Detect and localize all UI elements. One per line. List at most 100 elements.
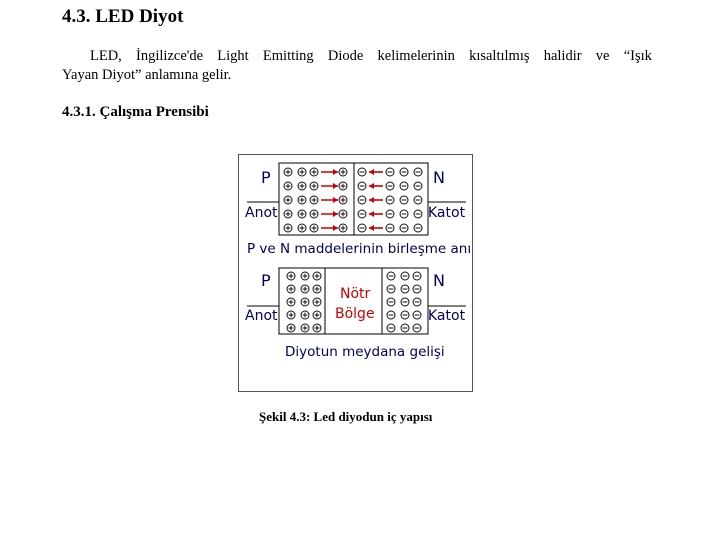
n-electron-symbol: [399, 195, 409, 205]
bottom-anot-label: Anot: [245, 308, 278, 324]
p-hole-symbol: [297, 195, 307, 205]
drift-arrow: [369, 225, 383, 231]
n-electron-symbol: [413, 223, 423, 233]
drift-arrow: [369, 169, 383, 175]
p-hole-symbol: [300, 297, 310, 307]
p-hole-symbol: [286, 271, 296, 281]
p-hole-symbol: [300, 284, 310, 294]
n-electron-symbol: [412, 271, 422, 281]
n-electron-symbol: [386, 297, 396, 307]
n-electron-symbol: [412, 323, 422, 333]
diode-diagram: [247, 162, 466, 335]
p-hole-symbol: [338, 209, 348, 219]
paragraph-word: Diode: [327, 48, 364, 64]
n-electron-symbol: [412, 310, 422, 320]
paragraph-line-1: LED, İngilizce'de Light Emitting Diode kelime…: [62, 47, 652, 66]
subsection-heading: 4.3.1. Çalışma Prensibi: [62, 104, 209, 120]
n-electron-symbol: [400, 310, 410, 320]
p-hole-symbol: [312, 323, 322, 333]
n-electron-symbol: [357, 223, 367, 233]
p-hole-symbol: [283, 167, 293, 177]
n-electron-symbol: [400, 297, 410, 307]
n-electron-symbol: [399, 167, 409, 177]
p-hole-symbol: [283, 223, 293, 233]
n-electron-symbol: [399, 223, 409, 233]
junction-box-bottom: [278, 267, 429, 335]
paragraph-word: LED,: [90, 48, 122, 64]
drift-arrow: [369, 197, 383, 203]
p-hole-symbol: [283, 209, 293, 219]
top-katot-label: Katot: [428, 205, 466, 221]
p-hole-symbol: [338, 181, 348, 191]
p-hole-symbol: [312, 271, 322, 281]
bottom-katot-label: Katot: [428, 308, 466, 324]
drift-arrow: [369, 183, 383, 189]
top-p-label: P: [261, 168, 271, 187]
paragraph-word: Emitting: [262, 48, 314, 64]
n-electron-symbol: [386, 310, 396, 320]
p-hole-symbol: [297, 209, 307, 219]
drift-arrow: [321, 197, 338, 203]
p-hole-symbol: [309, 223, 319, 233]
p-hole-symbol: [297, 181, 307, 191]
paragraph-word: Light: [217, 48, 249, 64]
p-hole-symbol: [309, 181, 319, 191]
n-electron-symbol: [399, 181, 409, 191]
drift-arrow: [369, 211, 383, 217]
paragraph-word: ve: [595, 48, 610, 64]
led-structure-figure: P Anot N Katot P ve N maddelerinin birle…: [238, 154, 473, 392]
figure-caption: Şekil 4.3: Led diyodun iç yapısı: [259, 409, 433, 424]
p-hole-symbol: [312, 284, 322, 294]
neutral-zone-label-2: Bölge: [335, 306, 375, 322]
p-hole-symbol: [286, 310, 296, 320]
paragraph-word: “Işık: [623, 48, 652, 64]
n-electron-symbol: [357, 167, 367, 177]
paragraph-word: İngilizce'de: [136, 48, 204, 64]
p-hole-symbol: [297, 167, 307, 177]
n-electron-symbol: [386, 284, 396, 294]
n-electron-symbol: [386, 271, 396, 281]
paragraph-word: kelimelerinin: [377, 48, 455, 64]
p-hole-symbol: [338, 167, 348, 177]
paragraph-line-2: Yayan Diyot” anlamına gelir.: [62, 67, 232, 83]
n-electron-symbol: [385, 209, 395, 219]
top-n-label: N: [433, 168, 445, 187]
paragraph-word: halidir: [543, 48, 582, 64]
drift-arrow: [321, 169, 338, 175]
p-hole-symbol: [286, 323, 296, 333]
junction-moment-label: P ve N maddelerinin birleşme anı: [247, 241, 472, 257]
diode-formation-label: Diyotun meydana gelişi: [285, 344, 445, 360]
p-hole-symbol: [283, 181, 293, 191]
p-hole-symbol: [283, 195, 293, 205]
n-electron-symbol: [413, 167, 423, 177]
n-electron-symbol: [385, 167, 395, 177]
p-hole-symbol: [300, 271, 310, 281]
p-hole-symbol: [312, 297, 322, 307]
n-electron-symbol: [400, 271, 410, 281]
intro-paragraph: LED, İngilizce'de Light Emitting Diode kelime…: [62, 47, 652, 85]
p-hole-symbol: [309, 167, 319, 177]
n-electron-symbol: [412, 297, 422, 307]
bottom-p-label: P: [261, 271, 271, 290]
drift-arrow: [321, 225, 338, 231]
neutral-zone-label-1: Nötr: [340, 286, 371, 302]
n-electron-symbol: [385, 223, 395, 233]
drift-arrow: [321, 211, 338, 217]
n-electron-symbol: [357, 209, 367, 219]
n-electron-symbol: [412, 284, 422, 294]
n-electron-symbol: [385, 195, 395, 205]
p-hole-symbol: [312, 310, 322, 320]
n-electron-symbol: [413, 195, 423, 205]
n-electron-symbol: [386, 323, 396, 333]
p-hole-symbol: [297, 223, 307, 233]
p-hole-symbol: [300, 310, 310, 320]
n-electron-symbol: [413, 209, 423, 219]
bottom-n-label: N: [433, 271, 445, 290]
p-hole-symbol: [286, 284, 296, 294]
p-hole-symbol: [309, 209, 319, 219]
paragraph-word: kısaltılmış: [469, 48, 530, 64]
p-hole-symbol: [286, 297, 296, 307]
n-electron-symbol: [357, 195, 367, 205]
top-anot-label: Anot: [245, 205, 278, 221]
n-electron-symbol: [400, 284, 410, 294]
